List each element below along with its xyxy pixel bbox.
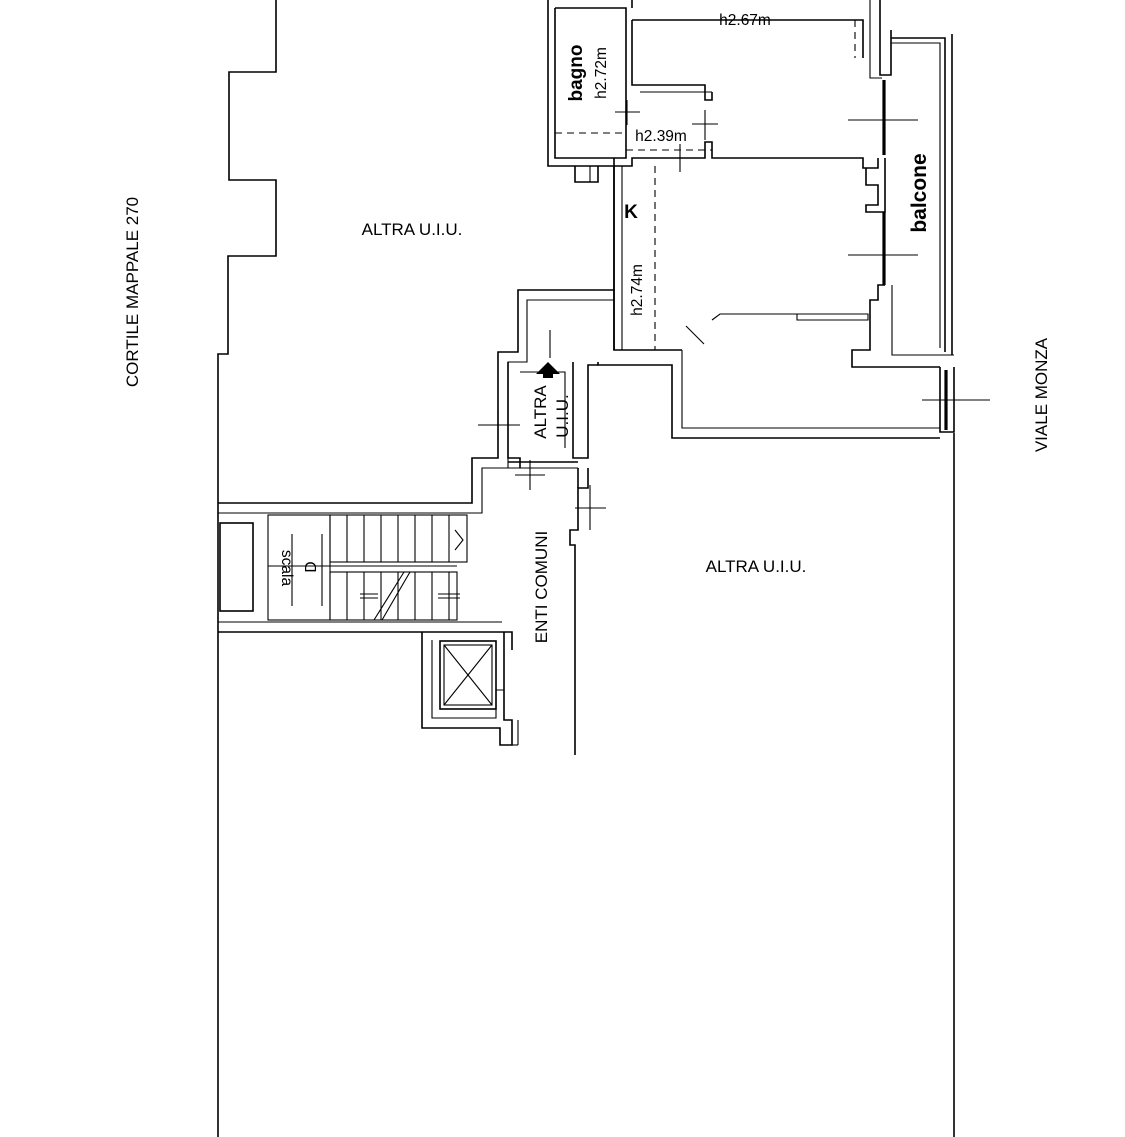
- entrance-arrow-icon: [536, 362, 560, 378]
- small-unit-wall-inner: [520, 371, 566, 448]
- left-facade-wall: [217, 0, 277, 1137]
- small-unit-wall-left: [507, 362, 521, 468]
- stair-upper-flight: [329, 514, 468, 563]
- lift-cross-2: [443, 644, 493, 706]
- label-balcone: balcone: [908, 153, 931, 232]
- kitchen-stub-wall: [711, 313, 869, 321]
- label-kitchen: K: [624, 202, 638, 223]
- lift: [421, 632, 519, 746]
- dashed-references: [555, 19, 856, 350]
- windows: [848, 80, 990, 401]
- stair: [219, 514, 468, 621]
- label-altra-small-2: U.I.U.: [553, 394, 572, 437]
- lift-cabin-inner: [443, 644, 493, 706]
- stair-outer: [267, 514, 331, 621]
- label-room-top-height: h2.67m: [719, 12, 771, 29]
- apartment-bottom-wall: [597, 362, 940, 439]
- lift-shaft-wall: [421, 632, 513, 746]
- label-cortile: CORTILE MAPPALE 270: [123, 197, 142, 387]
- label-kitchen-height: h2.74m: [629, 264, 646, 316]
- balcony-outer-wall-inner: [891, 42, 941, 348]
- right-mid-wall: [851, 284, 940, 368]
- building-outline: [217, 0, 955, 1137]
- label-altra-right: ALTRA U.I.U.: [706, 557, 807, 576]
- label-altra-small-1: ALTRA: [531, 385, 550, 439]
- label-enti-comuni: ENTI COMUNI: [532, 531, 551, 643]
- small-unit-wall-right: [572, 362, 598, 459]
- bagno-inner-wall: [554, 7, 627, 159]
- balcony-side-wall: [865, 158, 886, 213]
- bagno-step-wall: [574, 166, 599, 183]
- corridor-wall: [613, 141, 879, 169]
- right-upper-wall-inner: [869, 0, 882, 79]
- label-scala: scala: [278, 550, 295, 587]
- label-bagno: bagno: [566, 45, 587, 102]
- bagno-door-wall: [631, 20, 713, 101]
- corridor-right-wall: [569, 468, 589, 755]
- label-altra-top: ALTRA U.I.U.: [362, 220, 463, 239]
- labels: CORTILE MAPPALE 270 VIALE MONZA ALTRA U.…: [123, 12, 1051, 643]
- apartment-top-wall: [547, 0, 614, 167]
- label-scala-letter: D: [303, 561, 320, 572]
- right-mid-wall-inner: [891, 285, 954, 356]
- left-block-boundary: [218, 166, 615, 504]
- label-viale: VIALE MONZA: [1032, 337, 1051, 452]
- common-corridor: [569, 468, 589, 755]
- lift-cabin: [439, 640, 497, 710]
- kitchen-door-leaf: [685, 325, 705, 345]
- corridor-wall-lower: [613, 166, 682, 351]
- apartment-bottom-wall-inner: [681, 350, 940, 429]
- small-unit: [507, 362, 598, 469]
- stair-lower-flight: [329, 571, 460, 621]
- stair-bottom-wall: [218, 631, 513, 650]
- stair-landing-block: [219, 522, 254, 612]
- lift-shaft-wall-inner: [431, 640, 504, 719]
- label-corridor-height: h2.39m: [635, 128, 687, 145]
- label-bagno-height: h2.72m: [593, 47, 610, 99]
- balcony-outer-wall: [891, 37, 946, 352]
- right-upper-wall: [879, 0, 892, 76]
- door-markers: [478, 100, 718, 530]
